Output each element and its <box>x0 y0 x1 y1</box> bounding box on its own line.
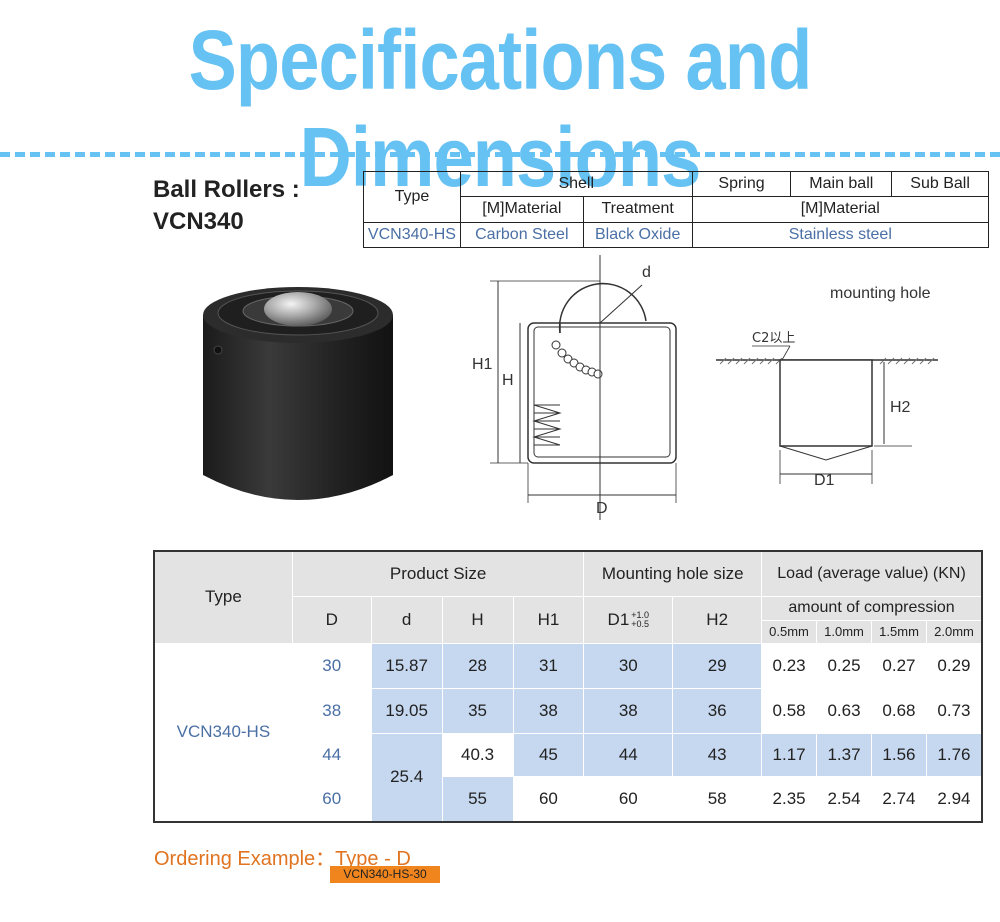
row-2-D1: 44 <box>583 732 674 777</box>
row-1-load-1: 0.63 <box>816 687 872 734</box>
row-0-load-0: 0.23 <box>761 642 818 689</box>
spec-treatment-header: Treatment <box>582 196 693 223</box>
row-3-H2: 58 <box>672 775 763 823</box>
dims-col-H2: H2 <box>672 595 763 644</box>
dims-col-H: H <box>441 595 514 644</box>
row-1-H: 35 <box>441 687 514 734</box>
product-photo <box>203 287 393 500</box>
row-2-load-3: 1.76 <box>925 732 983 777</box>
row-1-d: 19.05 <box>370 687 443 734</box>
spec-type-header: Type <box>363 171 461 223</box>
row-0-load-2: 0.27 <box>871 642 927 689</box>
dims-comp-1: 1.0mm <box>816 620 873 643</box>
spec-ball-material-header: [M]Material <box>691 196 990 223</box>
row-3-load-0: 2.35 <box>761 775 818 823</box>
mounting-hole-drawing: C2以上 H2 D1 <box>716 331 938 489</box>
ordering-example-code: VCN340-HS-30 <box>330 866 440 883</box>
dims-col-D1: D1+1.0+0.5 <box>583 595 674 644</box>
label-h: H <box>502 372 514 389</box>
row-2-H: 40.3 <box>441 732 514 777</box>
dashed-divider <box>0 152 1000 157</box>
row-3-load-3: 2.94 <box>925 775 983 823</box>
spec-main-ball-header: Main ball <box>790 170 893 198</box>
row-3-H: 55 <box>441 775 514 823</box>
dims-comp-0: 0.5mm <box>762 620 817 643</box>
row-0-H: 28 <box>441 642 514 689</box>
row-2-H2: 43 <box>672 732 763 777</box>
row-0-D: 30 <box>291 642 372 689</box>
row-2-D: 44 <box>291 732 372 777</box>
compression-subtable: amount of compression 0.5mm 1.0mm 1.5mm … <box>762 596 981 643</box>
dims-col-d: d <box>370 595 443 644</box>
row-1-H1: 38 <box>512 687 585 734</box>
spec-ball-material: Stainless steel <box>691 221 990 249</box>
dims-mounting-header: Mounting hole size <box>583 550 763 597</box>
row-2-load-0: 1.17 <box>761 732 818 777</box>
row-2-load-2: 1.56 <box>871 732 927 777</box>
label-d: d <box>642 264 651 281</box>
row-3-H1: 60 <box>512 775 585 823</box>
spec-shell-header: Shell <box>459 170 693 198</box>
spec-treatment: Black Oxide <box>582 221 693 249</box>
row-1-load-0: 0.58 <box>761 687 818 734</box>
spec-sub-ball-header: Sub Ball <box>891 170 989 198</box>
dims-load-header: Load (average value) (KN) <box>761 550 983 597</box>
row-1-load-3: 0.73 <box>925 687 983 734</box>
dims-product-size-header: Product Size <box>291 550 585 597</box>
spec-shell-material: Carbon Steel <box>459 221 584 249</box>
dims-comp-2: 1.5mm <box>871 620 928 643</box>
label-D: D <box>596 500 608 517</box>
row-0-H1: 31 <box>512 642 585 689</box>
row-1-H2: 36 <box>672 687 763 734</box>
row-3-load-2: 2.74 <box>871 775 927 823</box>
dimension-drawing: d H1 H D <box>472 255 677 520</box>
dims-col-D1-label: D1 <box>607 609 630 629</box>
label-h2: H2 <box>890 399 911 416</box>
spec-spring-header: Spring <box>691 170 792 198</box>
dims-col-D1-tol-minus: +0.5 <box>631 619 650 630</box>
row-3-D1: 60 <box>583 775 674 823</box>
label-c2: C2以上 <box>752 331 795 346</box>
dims-col-D1-tol-plus: +1.0 <box>631 610 650 621</box>
table-row: 44 25.4 40.3 45 44 43 1.17 1.37 1.56 1.7… <box>154 732 983 823</box>
row-0-H2: 29 <box>672 642 763 689</box>
dims-type-value: VCN340-HS <box>153 642 293 823</box>
row-3-load-1: 2.54 <box>816 775 872 823</box>
dimensions-table: Type Product Size Mounting hole size Loa… <box>153 550 983 823</box>
row-1-D1: 38 <box>583 687 674 734</box>
label-h1: H1 <box>472 356 493 373</box>
table-row: 38 19.05 35 38 38 36 0.58 0.63 0.68 0.73 <box>154 687 983 734</box>
mounting-hole-title: mounting hole <box>830 285 931 302</box>
table-row: 60 55 60 60 58 2.35 2.54 2.74 2.94 <box>154 775 983 823</box>
spec-type-value: VCN340-HS <box>363 221 461 249</box>
row-0-d: 15.87 <box>370 642 443 689</box>
page-title: Specifications and Dimensions <box>188 13 813 204</box>
row-2-load-1: 1.37 <box>816 732 872 777</box>
row-0-D1: 30 <box>583 642 674 689</box>
heading-line-2: VCN340 <box>153 208 244 235</box>
spec-shell-material-header: [M]Material <box>459 196 584 223</box>
heading-line-1: Ball Rollers : <box>153 176 300 203</box>
dims-type-header: Type <box>153 550 293 644</box>
ordering-example-label: Ordering Example：Type - D <box>154 848 411 870</box>
label-d1: D1 <box>814 472 835 489</box>
row-1-D: 38 <box>291 687 372 734</box>
row-3-D: 60 <box>291 775 372 823</box>
row-2-d: 25.4 <box>370 732 443 823</box>
spec-table: Type Shell Spring Main ball Sub Ball [M]… <box>363 170 990 249</box>
row-1-load-2: 0.68 <box>871 687 927 734</box>
row-2-H1: 45 <box>512 732 585 777</box>
table-row: VCN340-HS 30 15.87 28 31 30 29 0.23 0.25… <box>153 642 983 823</box>
dims-comp-3: 2.0mm <box>926 620 981 643</box>
dims-col-D: D <box>291 595 372 644</box>
dims-compression-header: amount of compression <box>762 596 981 621</box>
dims-col-H1: H1 <box>512 595 585 644</box>
row-0-load-3: 0.29 <box>925 642 983 689</box>
product-heading: Ball Rollers : VCN340 <box>153 174 300 238</box>
row-0-load-1: 0.25 <box>816 642 872 689</box>
